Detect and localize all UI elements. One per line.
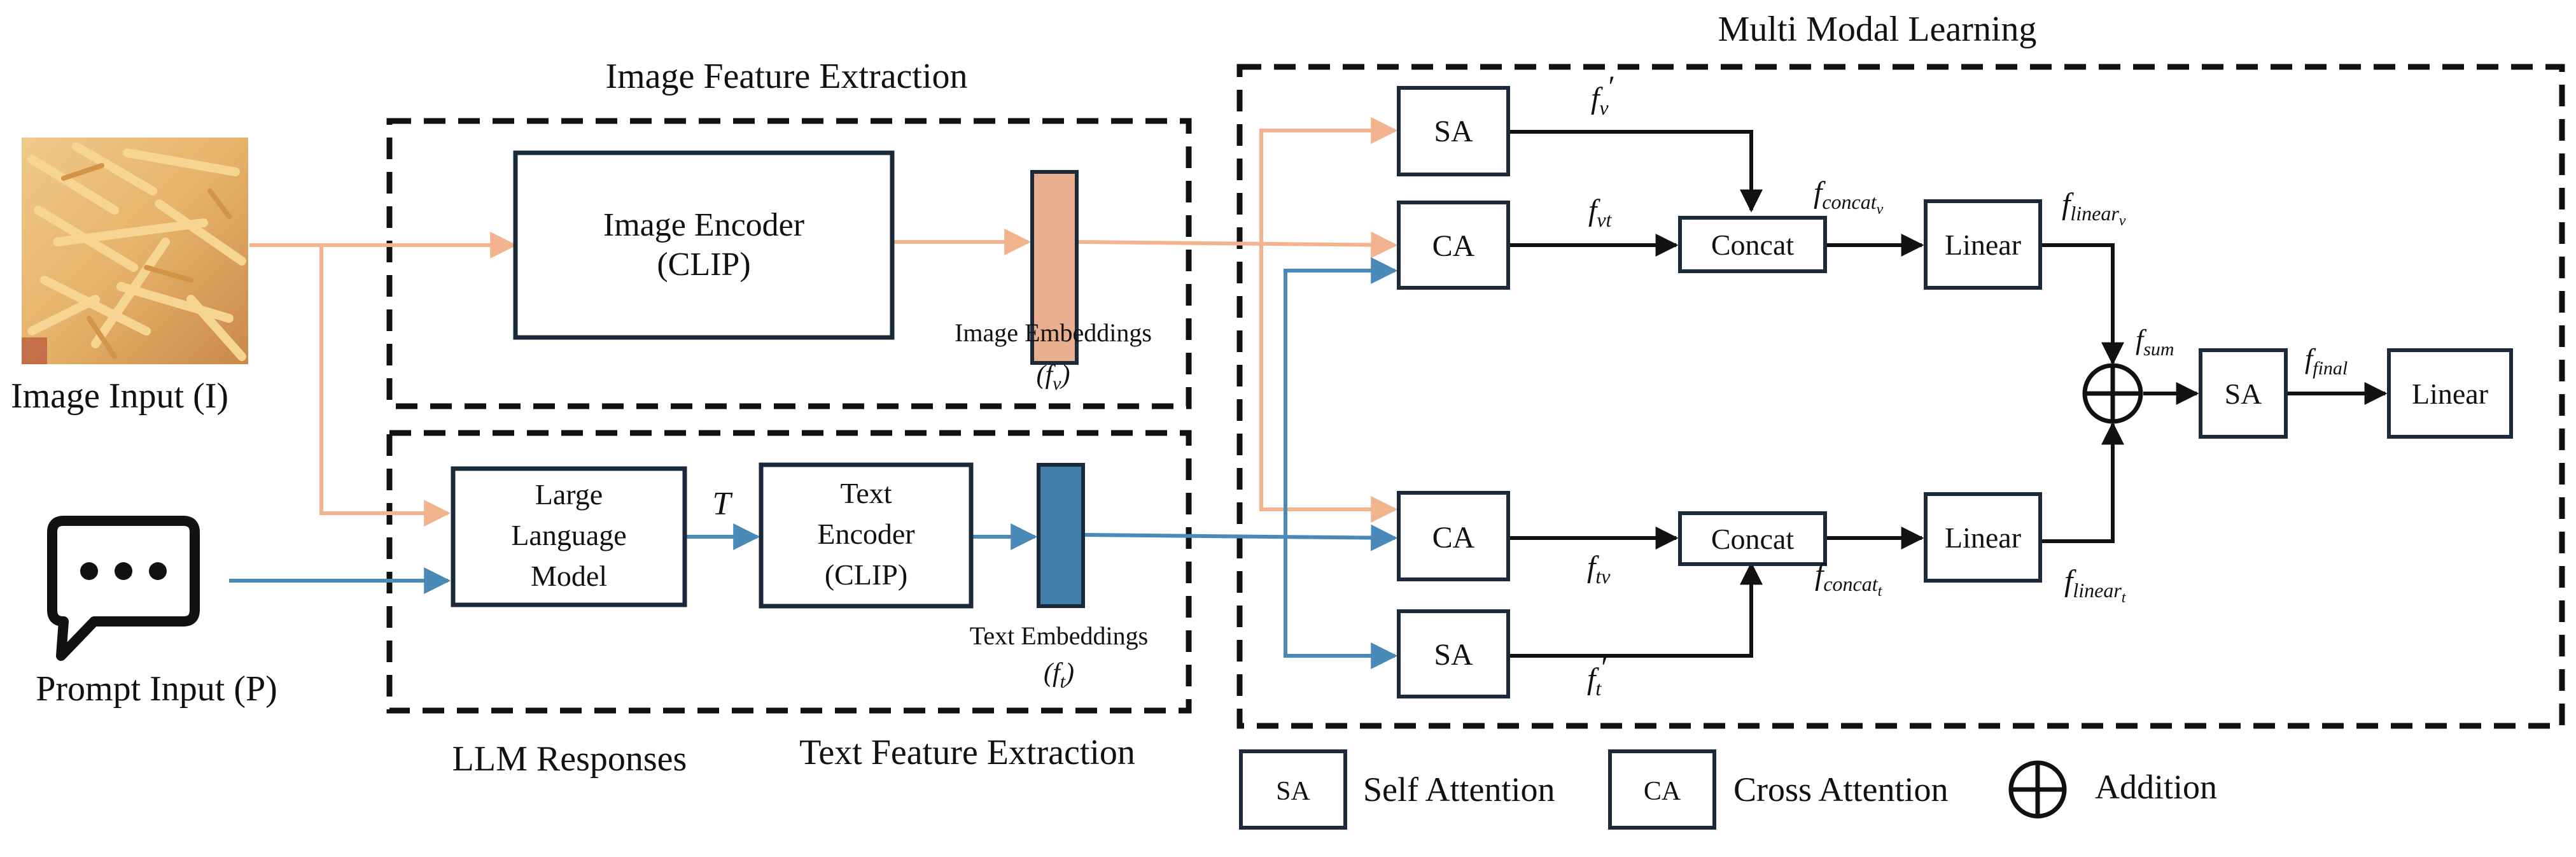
linear-bottom-box — [1924, 492, 2042, 583]
text-encoder-box — [759, 462, 974, 609]
linear-bottom-to-sum-arrow — [2041, 421, 2124, 543]
ca-bottom-box — [1397, 491, 1510, 581]
sa-final-box — [2199, 348, 2288, 439]
chat-bubble-icon — [47, 516, 200, 661]
f-v-prime-label: fv′ — [1591, 70, 1615, 119]
sa-top-to-concat-arrow — [1509, 130, 1763, 213]
concat-top-label: Concat — [1711, 229, 1795, 261]
prompt-input-label: Prompt Input (P) — [36, 669, 277, 709]
linear-top-to-sum-arrow — [2041, 243, 2124, 365]
linear-final-box — [2387, 348, 2513, 439]
image-feature-title: Image Feature Extraction — [605, 57, 967, 96]
sa-top-label: SA — [1434, 115, 1473, 148]
image-encoder-box — [513, 150, 895, 340]
linear-final-label: Linear — [2412, 378, 2488, 410]
text-embeddings-symbol: (ft) — [1044, 658, 1074, 692]
text-embed-to-sa-bottom-arrow — [1284, 537, 1398, 669]
text-embed-to-ca-top-arrow — [1284, 257, 1398, 537]
ca-top-box — [1397, 201, 1510, 290]
text-embeddings-bar — [1037, 463, 1085, 608]
f-concat-v-label: fconcatv — [1814, 176, 1884, 218]
image-input-thumbnail — [22, 138, 248, 364]
sa-bottom-to-concat-arrow — [1509, 562, 1763, 658]
f-linear-t-label: flineart — [2064, 564, 2127, 606]
mml-title: Multi Modal Learning — [1718, 10, 2037, 49]
legend-sa-box — [1239, 749, 1347, 830]
image-input-label: Image Input (I) — [11, 376, 228, 416]
ca-top-label: CA — [1432, 229, 1475, 263]
image-to-llm-arrow — [319, 245, 451, 527]
image-embeddings-bar — [1030, 170, 1079, 365]
legend-sa-box-label: SA — [1276, 777, 1310, 806]
linear-top-label: Linear — [1945, 229, 2021, 261]
sum-addition-icon — [2082, 363, 2143, 424]
image-embed-to-ca-top-arrow — [1077, 231, 1398, 259]
text-encoder-line3: (CLIP) — [825, 558, 907, 591]
mml-group — [1236, 64, 2565, 729]
text-feature-title: Text Feature Extraction — [799, 733, 1135, 772]
concat-top-box — [1678, 216, 1827, 273]
image-encoder-line1: Image Encoder — [603, 207, 804, 243]
legend-ca-box — [1608, 749, 1716, 830]
text-feature-group — [386, 430, 1192, 714]
ca-bottom-label: CA — [1432, 521, 1475, 555]
sa-bottom-box — [1397, 609, 1510, 698]
f-sum-label: fsum — [2136, 324, 2174, 360]
image-embeddings-symbol: (fv) — [1037, 360, 1070, 394]
image-embed-to-sa-top-arrow — [1259, 117, 1398, 244]
f-linear-v-label: flinearv — [2062, 187, 2126, 229]
llm-line1: Large — [535, 478, 603, 511]
t-label: T — [713, 486, 733, 522]
llm-responses-title: LLM Responses — [452, 739, 687, 779]
image-embeddings-label: Image Embeddings — [955, 318, 1152, 347]
f-tv-label: ftv — [1587, 550, 1611, 588]
f-t-prime-label: ft′ — [1587, 651, 1608, 700]
f-concat-t-label: fconcatt — [1815, 558, 1883, 600]
f-vt-label: fvt — [1588, 194, 1613, 231]
text-embed-to-ca-bottom-arrow — [1082, 524, 1398, 551]
sa-bottom-label: SA — [1434, 638, 1473, 672]
llm-line2: Language — [511, 519, 626, 551]
text-encoder-line1: Text — [840, 477, 892, 509]
llm-box — [451, 466, 687, 607]
text-embeddings-label: Text Embeddings — [970, 621, 1149, 650]
concat-bottom-box — [1678, 511, 1827, 566]
text-encoder-line2: Encoder — [817, 518, 914, 550]
image-encoder-line2: (CLIP) — [657, 246, 750, 283]
legend-ca-text: Cross Attention — [1733, 770, 1949, 809]
legend-sa-text: Self Attention — [1363, 770, 1555, 809]
concat-bottom-label: Concat — [1711, 523, 1795, 555]
legend-ca-box-label: CA — [1644, 777, 1681, 806]
linear-top-box — [1924, 199, 2042, 290]
linear-bottom-label: Linear — [1945, 521, 2021, 554]
llm-line3: Model — [531, 560, 607, 592]
legend-addition-icon — [2008, 760, 2067, 819]
sa-final-label: SA — [2225, 378, 2262, 410]
f-final-label: ffinal — [2305, 343, 2348, 379]
sa-top-box — [1397, 86, 1510, 176]
image-embed-to-ca-bottom-arrow — [1259, 244, 1398, 523]
legend-add-text: Addition — [2095, 768, 2217, 806]
image-feature-group — [386, 118, 1192, 409]
